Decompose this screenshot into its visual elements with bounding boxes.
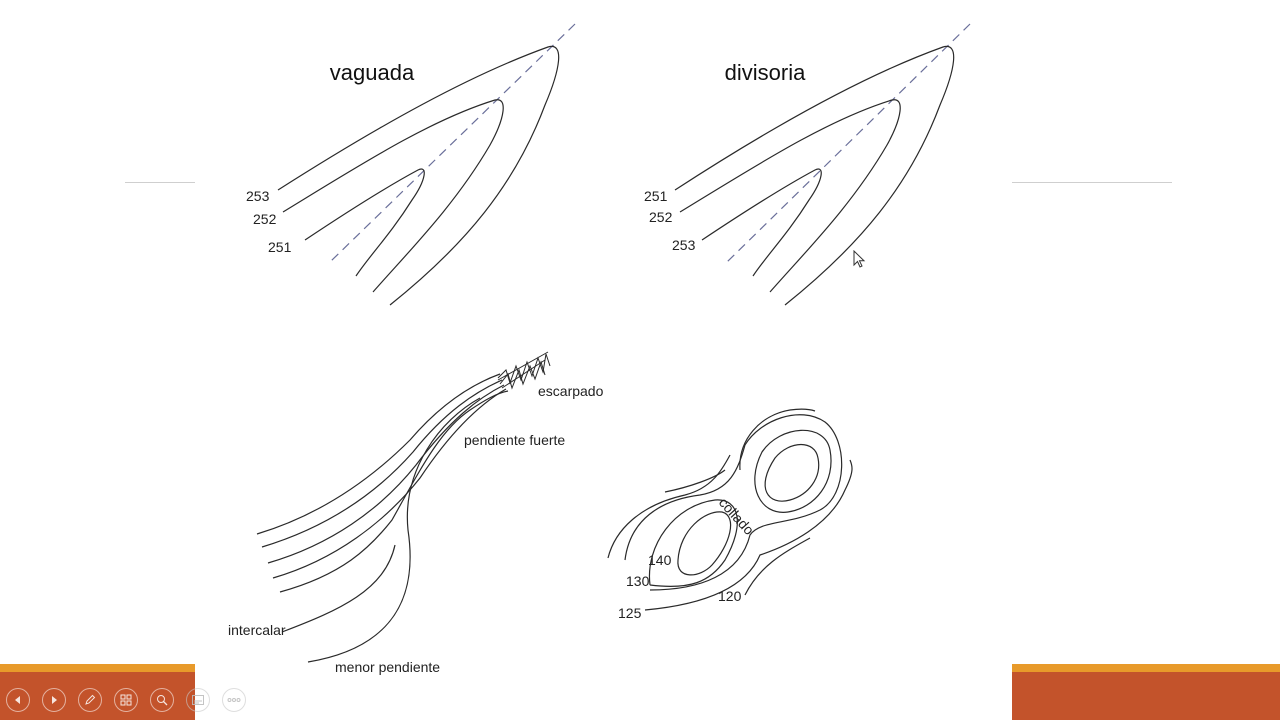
collado-contour-120 <box>744 537 811 596</box>
slope-contour-6 <box>281 544 396 633</box>
slope-contour-7 <box>307 397 481 663</box>
previous-icon[interactable] <box>6 688 30 712</box>
vaguada-label-253: 253 <box>246 188 270 204</box>
label-pendiente-fuerte: pendiente fuerte <box>464 432 565 448</box>
mouse-cursor-icon <box>853 250 866 268</box>
slide-rule-left <box>125 182 195 183</box>
collado-peak-left-inner <box>677 511 732 576</box>
label-140: 140 <box>648 552 672 568</box>
presenter-toolbar <box>6 688 246 712</box>
collado-contour-125-left <box>607 454 731 559</box>
divisoria-label-252: 252 <box>649 209 673 225</box>
slides-icon[interactable] <box>114 688 138 712</box>
slope-figure: escarpado pendiente fuerte intercalar me… <box>228 351 604 675</box>
divisoria-contour-253 <box>701 168 822 277</box>
slide-rule-right <box>1012 182 1172 183</box>
pen-icon[interactable] <box>78 688 102 712</box>
vaguada-label-251: 251 <box>268 239 292 255</box>
subtitles-icon[interactable] <box>186 688 210 712</box>
escarpado-hatch <box>497 351 551 390</box>
accent-bar-left-orange <box>0 664 195 672</box>
slope-contour-3 <box>267 384 505 564</box>
label-130: 130 <box>626 573 650 589</box>
collado-contour-125-top <box>664 469 726 493</box>
divisoria-contour-252 <box>679 99 901 293</box>
collado-contour-130 <box>624 414 843 591</box>
vaguada-contour-253 <box>277 45 560 306</box>
zoom-icon[interactable] <box>150 688 174 712</box>
label-escarpado: escarpado <box>538 383 604 399</box>
divisoria-label-251: 251 <box>644 188 668 204</box>
collado-contour-125 <box>644 459 853 611</box>
label-120: 120 <box>718 588 742 604</box>
divisoria-title: divisoria <box>725 60 806 85</box>
accent-bar-right-red <box>1012 672 1280 720</box>
vaguada-figure: vaguada 253 252 251 <box>246 23 576 306</box>
label-intercalar: intercalar <box>228 622 286 638</box>
label-menor-pendiente: menor pendiente <box>335 659 440 675</box>
divisoria-axis <box>726 23 971 263</box>
slope-contour-5 <box>279 390 509 593</box>
collado-peak-left-mid <box>648 499 738 588</box>
vaguada-contour-251 <box>304 168 425 277</box>
next-icon[interactable] <box>42 688 66 712</box>
collado-peak-right-mid <box>754 429 832 513</box>
vaguada-contour-252 <box>282 99 504 293</box>
collado-peak-right-inner <box>764 444 820 502</box>
slope-contour-1 <box>256 373 501 535</box>
vaguada-label-252: 252 <box>253 211 277 227</box>
collado-figure: collado 140 130 125 120 <box>607 408 853 621</box>
divisoria-contour-251 <box>674 45 955 306</box>
vaguada-axis <box>329 23 576 263</box>
slope-contour-4 <box>272 388 507 579</box>
divisoria-figure: divisoria 251 252 253 <box>644 23 971 306</box>
slope-contour-2 <box>261 379 503 548</box>
vaguada-title: vaguada <box>330 60 415 85</box>
more-icon[interactable] <box>222 688 246 712</box>
label-125: 125 <box>618 605 642 621</box>
collado-contour-125-upper <box>739 408 816 471</box>
divisoria-label-253: 253 <box>672 237 696 253</box>
accent-bar-right-orange <box>1012 664 1280 672</box>
